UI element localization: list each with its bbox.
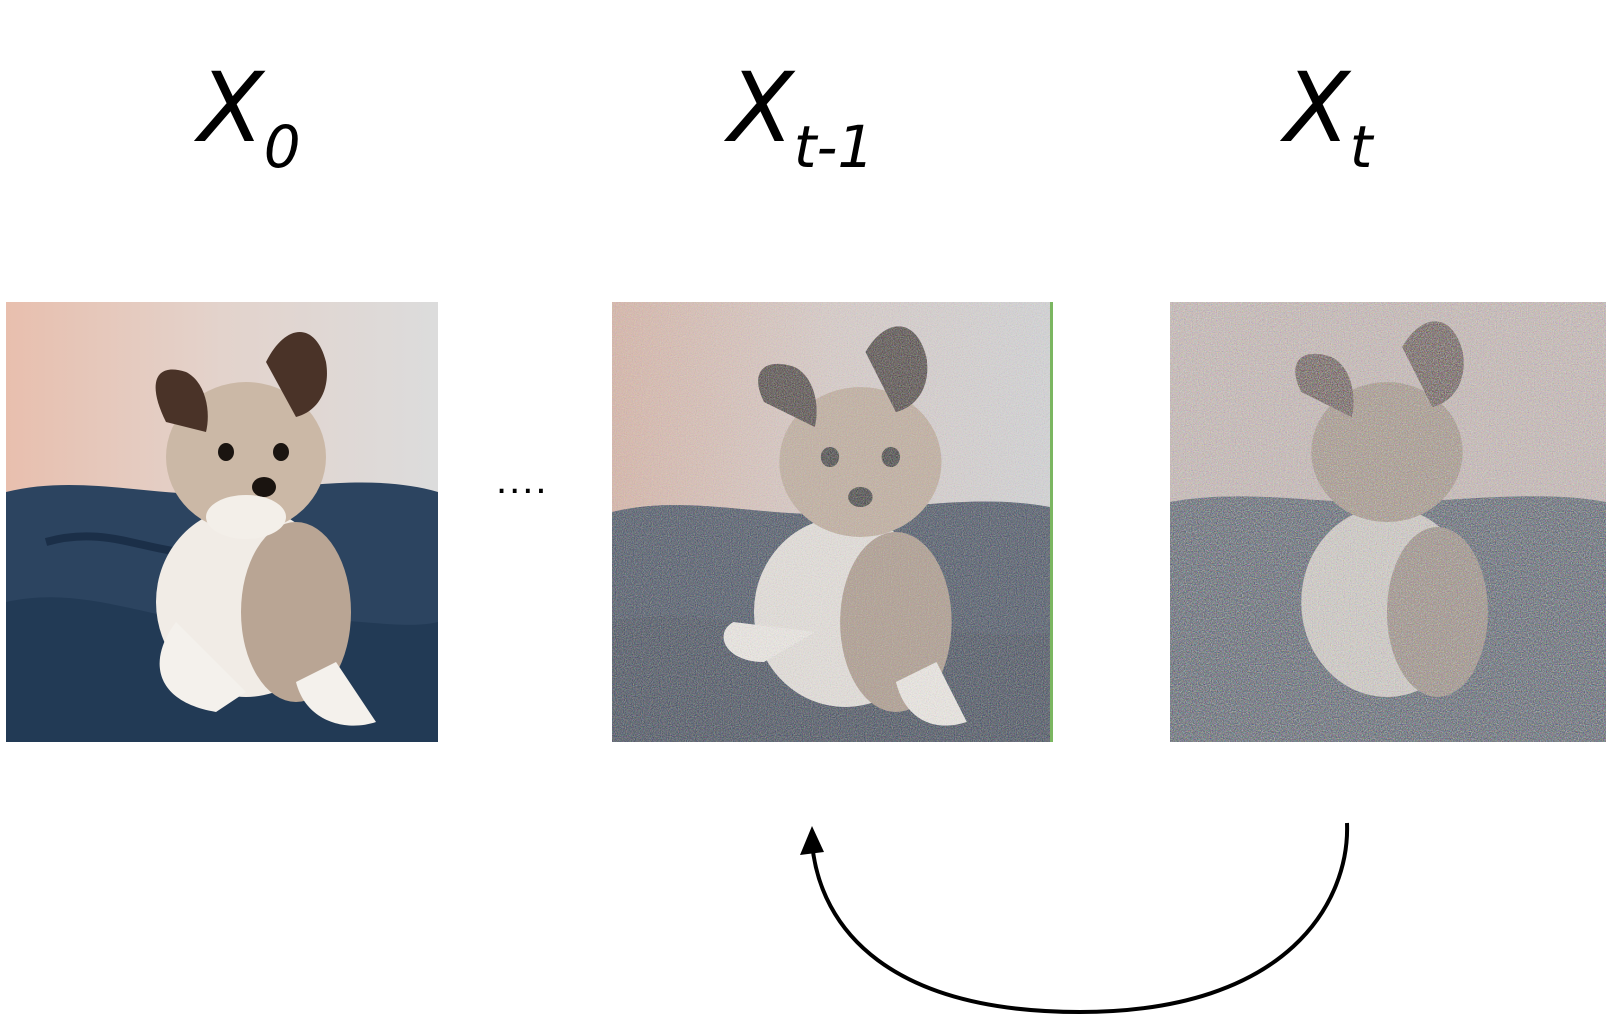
image-xt-minus-1-noised-dog bbox=[612, 302, 1053, 742]
label-x0-main: X bbox=[198, 52, 264, 164]
label-xt-minus-1: Xt-1 bbox=[728, 60, 874, 176]
ellipsis: .... bbox=[496, 458, 549, 502]
label-xt-sub: t bbox=[1349, 113, 1373, 181]
image-xt-heavily-noised-dog bbox=[1170, 302, 1606, 742]
label-xt-main: X bbox=[1284, 52, 1350, 164]
label-xt: Xt bbox=[1284, 60, 1373, 176]
label-xt-minus-1-main: X bbox=[728, 52, 794, 164]
dog-illustration-noised bbox=[612, 302, 1050, 742]
label-xt-minus-1-sub: t-1 bbox=[793, 113, 875, 181]
label-x0-sub: 0 bbox=[263, 113, 301, 181]
label-x0: X0 bbox=[198, 60, 301, 176]
image-x0-clean-dog bbox=[6, 302, 438, 742]
dog-illustration-clean bbox=[6, 302, 438, 742]
dog-illustration-heavy-noise bbox=[1170, 302, 1606, 742]
arrow-head-icon bbox=[800, 826, 824, 855]
